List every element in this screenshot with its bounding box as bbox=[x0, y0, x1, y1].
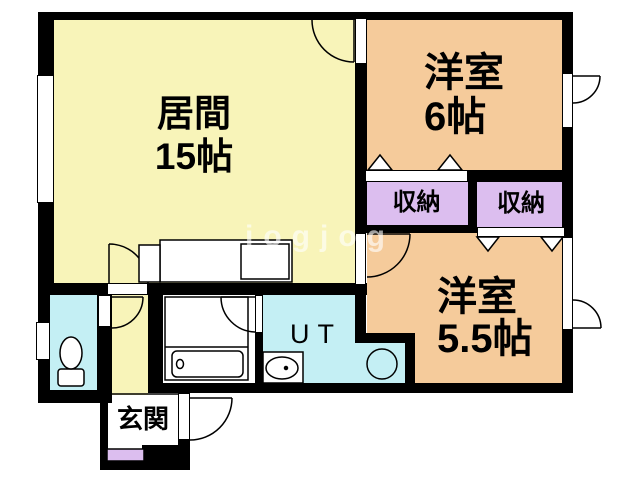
door-opening-bedroom6-exterior bbox=[562, 73, 573, 128]
closet-left-label: 収納 bbox=[392, 189, 441, 216]
living-room-floor bbox=[54, 20, 355, 283]
closet-left-floor bbox=[365, 182, 468, 225]
door-swing-arc bbox=[572, 299, 602, 329]
wall bbox=[178, 440, 190, 460]
wall bbox=[468, 170, 477, 233]
hallway-floor bbox=[108, 283, 148, 395]
closet-right-label: 収納 bbox=[497, 190, 545, 217]
wall bbox=[38, 283, 107, 295]
wall bbox=[148, 383, 573, 393]
closet-door-triangle bbox=[366, 153, 394, 171]
bedroom6-size: 6帖 bbox=[424, 95, 487, 139]
door-opening-bathroom bbox=[255, 295, 263, 333]
living-room-size: 15帖 bbox=[154, 136, 234, 177]
wall bbox=[355, 333, 415, 343]
door-opening-toilet bbox=[98, 295, 111, 327]
bedroom55-size: 5.5帖 bbox=[437, 317, 533, 361]
door-swing-arc bbox=[220, 296, 257, 333]
window-toilet-left bbox=[36, 322, 50, 360]
kitchen-sink bbox=[240, 243, 290, 280]
wall bbox=[405, 343, 415, 393]
door-swing-arc bbox=[311, 19, 355, 63]
watermark-text: jogjog bbox=[245, 220, 395, 253]
wall bbox=[562, 128, 573, 237]
washing-machine bbox=[366, 348, 398, 380]
wall bbox=[148, 283, 367, 295]
bedroom55-label: 洋室 bbox=[437, 275, 517, 319]
closet-right-floor bbox=[477, 182, 565, 227]
kitchen-counter-end bbox=[138, 244, 161, 283]
door-swing-arc bbox=[189, 397, 233, 441]
closet-door-triangle bbox=[436, 153, 464, 171]
door-opening-entrance bbox=[178, 393, 190, 440]
wall bbox=[355, 64, 367, 233]
door-opening-bedroom55-entry bbox=[355, 233, 366, 285]
wall bbox=[38, 203, 54, 283]
bathtub-drain bbox=[175, 358, 185, 370]
bathtub bbox=[171, 350, 244, 378]
closet-right-door-track bbox=[477, 227, 565, 237]
door-swing-arc bbox=[111, 296, 144, 329]
entrance-label: 玄関 bbox=[116, 404, 169, 434]
door-opening-hall-living bbox=[107, 283, 148, 295]
wall bbox=[355, 285, 366, 343]
wall bbox=[100, 393, 108, 470]
door-swing-arc bbox=[572, 75, 601, 104]
utility-room-label: UT bbox=[290, 319, 342, 349]
door-swing-arc bbox=[366, 233, 411, 278]
wall bbox=[38, 12, 54, 75]
washbasin-bowl bbox=[265, 356, 299, 380]
bedroom55-floor bbox=[367, 233, 562, 383]
wall bbox=[142, 445, 178, 460]
toilet-tank bbox=[57, 368, 85, 387]
washbasin-faucet-dot bbox=[283, 365, 289, 371]
wall bbox=[255, 295, 263, 390]
entrance-step bbox=[106, 448, 145, 462]
wall bbox=[38, 12, 573, 20]
wall bbox=[562, 20, 573, 73]
window-living-left bbox=[37, 75, 54, 203]
bedroom6-floor bbox=[367, 20, 562, 170]
closet-left-door-track bbox=[365, 170, 468, 182]
living-room-label: 居間 bbox=[157, 93, 231, 134]
wall bbox=[355, 225, 477, 233]
bedroom6-label: 洋室 bbox=[424, 51, 504, 95]
wall bbox=[148, 283, 163, 393]
wall bbox=[470, 170, 562, 182]
wall bbox=[38, 390, 112, 403]
door-opening-bedroom55-exterior bbox=[562, 237, 573, 330]
shower-room-outline bbox=[164, 296, 249, 381]
door-opening-living-bedroom6 bbox=[355, 18, 367, 64]
wall bbox=[562, 330, 573, 393]
closet-door-triangle bbox=[475, 236, 501, 253]
closet-door-triangle bbox=[539, 236, 565, 253]
toilet-bowl bbox=[59, 336, 83, 370]
